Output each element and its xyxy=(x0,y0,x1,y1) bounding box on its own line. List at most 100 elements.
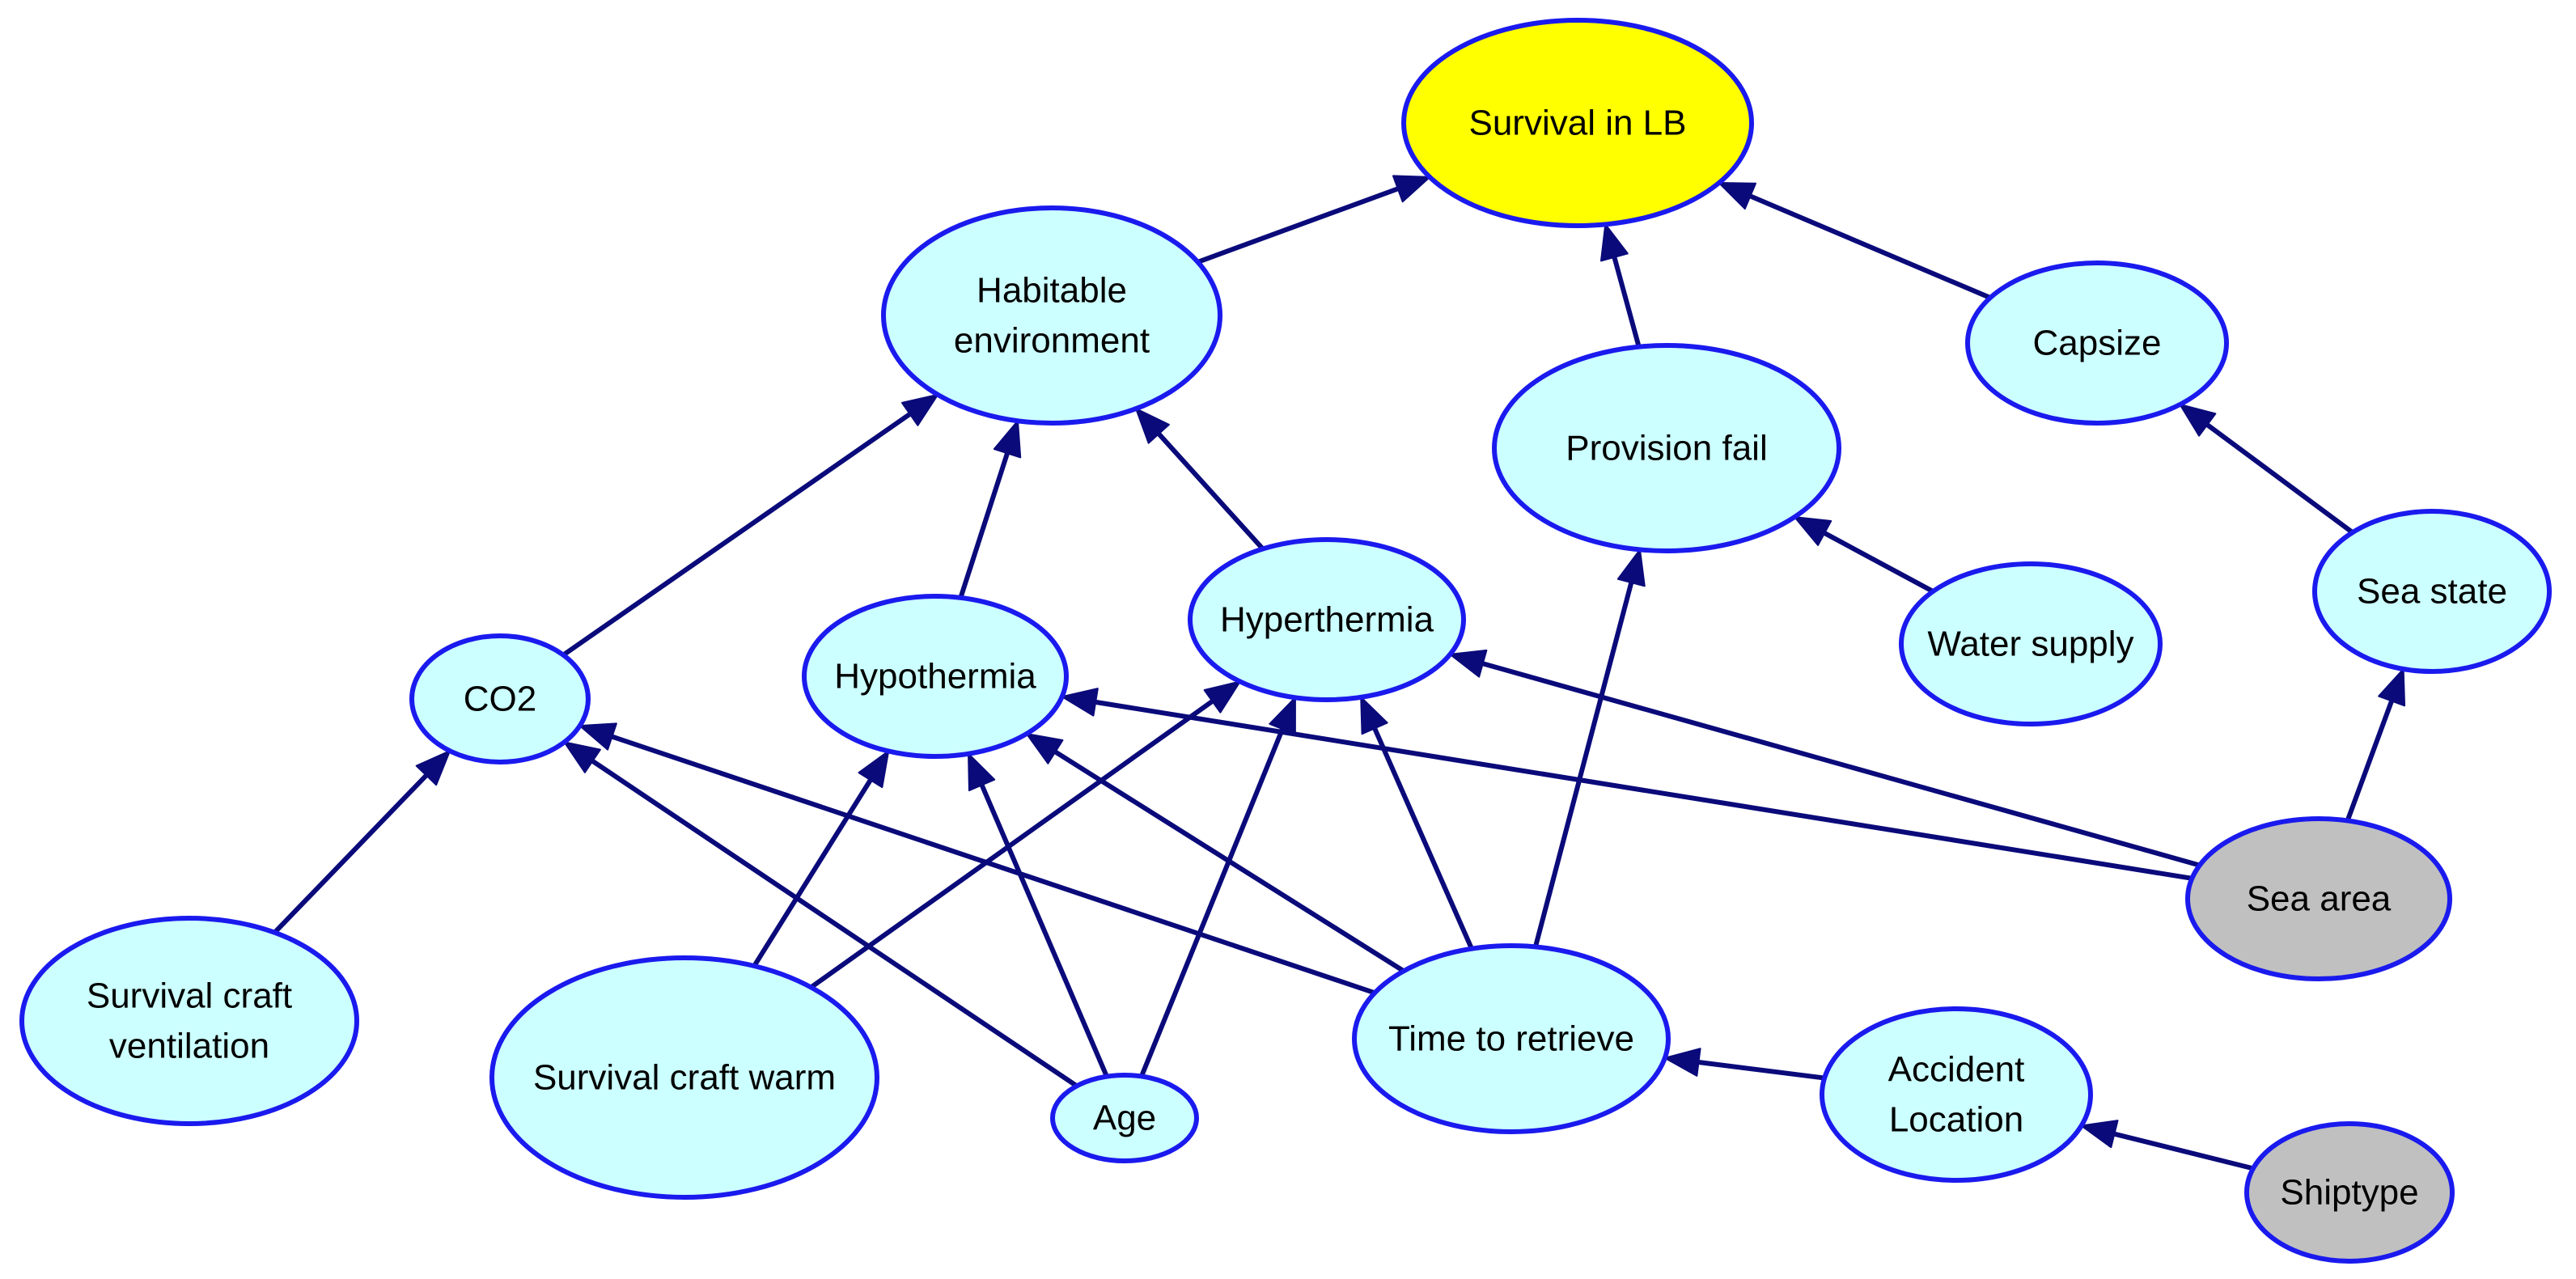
arrowhead-icon xyxy=(1392,175,1431,203)
node-age[interactable]: Age xyxy=(1050,1073,1199,1163)
arrowhead-icon xyxy=(1599,223,1629,262)
edge-retrieve-to-provision xyxy=(1532,548,1646,948)
edge-seaarea-to-seastate xyxy=(2345,668,2406,822)
node-label: ventilation xyxy=(109,1027,269,1066)
node-water[interactable]: Water supply xyxy=(1899,561,2163,726)
node-ellipse[interactable] xyxy=(19,916,359,1126)
node-ellipse[interactable] xyxy=(802,594,1069,759)
node-ellipse[interactable] xyxy=(2312,509,2552,674)
node-ellipse[interactable] xyxy=(1188,537,1466,702)
arrowhead-icon xyxy=(858,750,890,789)
edge-age-to-hypothermia xyxy=(968,752,1109,1078)
node-label: Location xyxy=(1889,1100,2023,1140)
edge-line xyxy=(1157,432,1265,551)
node-ellipse[interactable] xyxy=(1899,561,2163,726)
node-label: Age xyxy=(1093,1099,1156,1138)
node-label: Survival craft warm xyxy=(533,1058,836,1098)
node-label: Hyperthermia xyxy=(1220,600,1434,640)
edge-line xyxy=(2205,422,2354,535)
node-ellipse[interactable] xyxy=(489,955,879,1200)
node-label: Sea state xyxy=(2357,572,2507,612)
node-hyperthermia[interactable]: Hyperthermia xyxy=(1188,537,1466,702)
node-label: Water supply xyxy=(1927,625,2133,664)
arrowhead-icon xyxy=(1794,516,1832,546)
arrowhead-icon xyxy=(415,750,451,786)
node-seastate[interactable]: Sea state xyxy=(2312,509,2552,674)
edge-retrieve-to-hyperthermia xyxy=(1360,696,1474,950)
node-ellipse[interactable] xyxy=(1050,1073,1199,1163)
arrowhead-icon xyxy=(1718,182,1757,210)
node-ellipse[interactable] xyxy=(1401,18,1754,228)
node-label: Survival craft xyxy=(87,976,292,1016)
edge-line xyxy=(2345,700,2394,822)
arrowhead-icon xyxy=(1025,733,1064,764)
edge-ventilation-to-co2 xyxy=(273,750,451,934)
edge-habitable-to-survival xyxy=(1197,175,1431,265)
edge-line xyxy=(1823,531,1934,594)
arrowhead-icon xyxy=(968,752,996,792)
edge-retrieve-to-co2 xyxy=(578,722,1376,996)
arrowhead-icon xyxy=(1061,688,1099,717)
node-label: Provision fail xyxy=(1566,429,1767,468)
node-seaarea[interactable]: Sea area xyxy=(2185,816,2452,981)
node-ellipse[interactable] xyxy=(2185,816,2452,981)
node-ellipse[interactable] xyxy=(1820,1006,2093,1183)
edge-line xyxy=(1095,699,2193,881)
edge-seaarea-to-hypothermia xyxy=(1061,688,2193,881)
edge-capsize-to-survival xyxy=(1718,182,1992,300)
node-co2[interactable]: CO2 xyxy=(409,633,591,764)
edge-retrieve-to-hypothermia xyxy=(1025,733,1405,973)
edge-line xyxy=(1372,727,1474,950)
arrowhead-icon xyxy=(1269,697,1296,735)
edge-line xyxy=(1612,256,1642,348)
edge-line xyxy=(1749,193,1992,300)
node-hypothermia[interactable]: Hypothermia xyxy=(802,594,1069,759)
node-survival[interactable]: Survival in LB xyxy=(1401,18,1754,228)
arrowhead-icon xyxy=(1203,680,1241,714)
node-ellipse[interactable] xyxy=(881,205,1222,426)
node-label: Time to retrieve xyxy=(1388,1019,1634,1059)
node-warm[interactable]: Survival craft warm xyxy=(489,955,879,1200)
edge-line xyxy=(611,734,1376,996)
node-ellipse[interactable] xyxy=(1492,343,1841,553)
edge-line xyxy=(1053,749,1405,973)
edge-hypothermia-to-habitable xyxy=(958,420,1022,599)
node-label: Survival in LB xyxy=(1468,104,1686,143)
edge-line xyxy=(561,412,912,658)
edge-seaarea-to-hyperthermia xyxy=(1449,649,2201,868)
node-ellipse[interactable] xyxy=(2244,1121,2455,1264)
edge-line xyxy=(809,699,1214,989)
node-label: Hypothermia xyxy=(834,657,1036,697)
node-provision[interactable]: Provision fail xyxy=(1492,343,1841,553)
node-label: CO2 xyxy=(464,680,536,719)
node-label: Capsize xyxy=(2033,324,2162,363)
edge-line xyxy=(591,759,1078,1088)
node-capsize[interactable]: Capsize xyxy=(1965,260,2229,426)
node-ellipse[interactable] xyxy=(1965,260,2229,426)
edge-line xyxy=(1698,1060,1825,1081)
edge-water-to-provision xyxy=(1794,516,1934,594)
edge-line xyxy=(273,773,429,934)
edge-age-to-hyperthermia xyxy=(1139,697,1296,1078)
node-ellipse[interactable] xyxy=(409,633,591,764)
node-shiptype[interactable]: Shiptype xyxy=(2244,1121,2455,1264)
node-ellipse[interactable] xyxy=(1352,943,1671,1134)
edge-shiptype-to-accident xyxy=(2080,1120,2254,1171)
edge-seastate-to-capsize xyxy=(2179,404,2354,535)
arrowhead-icon xyxy=(1449,649,1488,678)
edge-line xyxy=(1481,661,2201,868)
edge-accident-to-retrieve xyxy=(1663,1048,1825,1081)
node-retrieve[interactable]: Time to retrieve xyxy=(1352,943,1671,1134)
edge-warm-to-hyperthermia xyxy=(809,680,1241,989)
arrowhead-icon xyxy=(993,420,1022,459)
edge-line xyxy=(1532,582,1634,948)
edge-line xyxy=(1197,186,1399,265)
edge-line xyxy=(958,452,1010,599)
node-ventilation[interactable]: Survival craft ventilation xyxy=(19,916,359,1126)
arrowhead-icon xyxy=(578,722,617,751)
arrowhead-icon xyxy=(1360,696,1388,735)
